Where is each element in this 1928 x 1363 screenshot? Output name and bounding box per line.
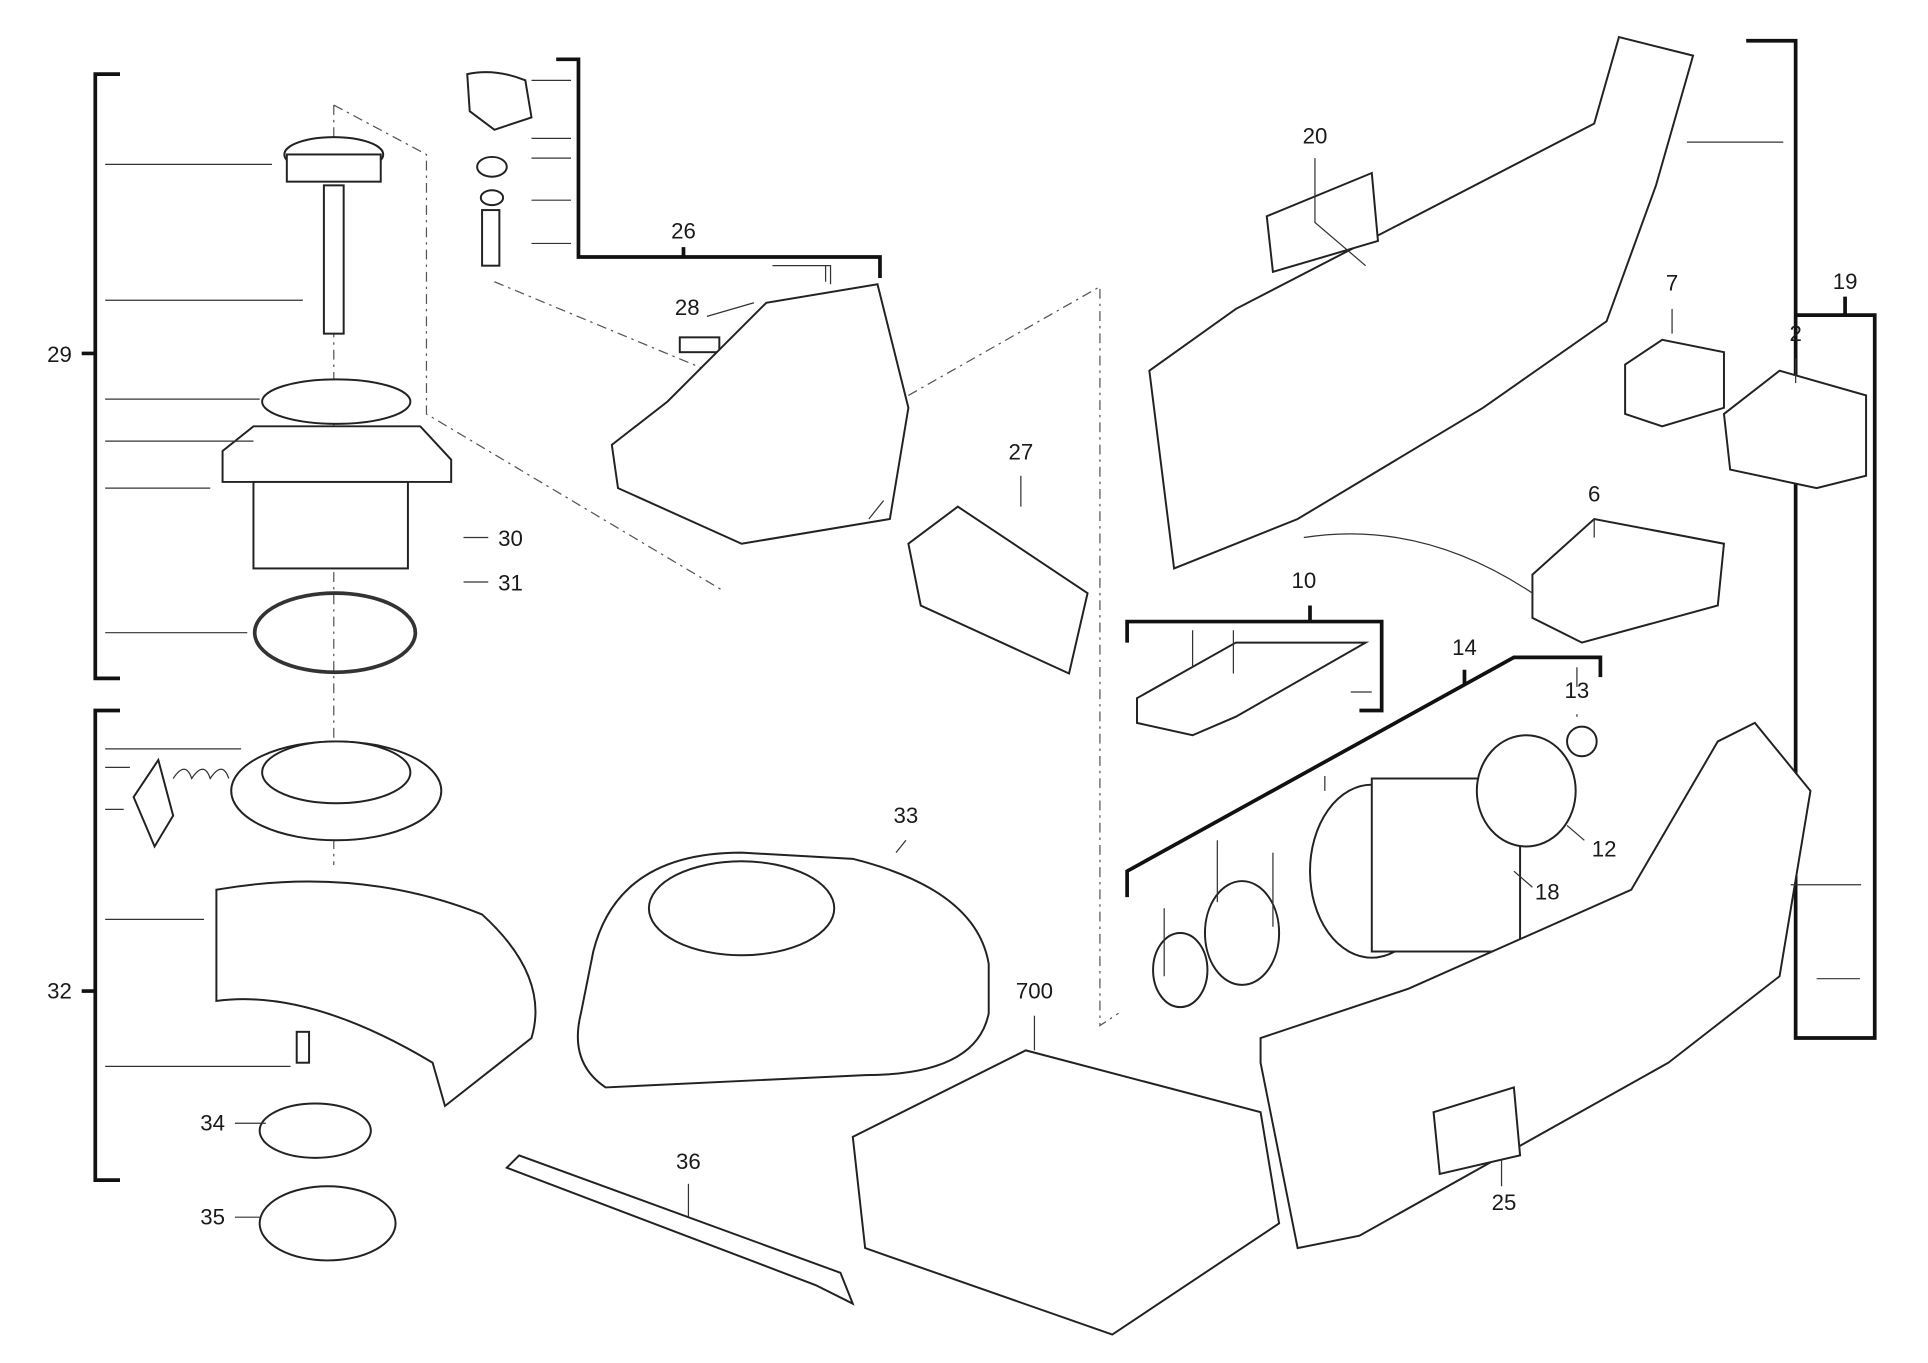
leader-line <box>706 302 755 317</box>
part-label-25: 25 <box>1492 1190 1517 1215</box>
part-labels: 2926282720197261014131218303132333435367… <box>47 123 1857 1229</box>
part-label-30: 30 <box>498 526 523 551</box>
part-label-18: 18 <box>1535 880 1560 905</box>
part-label-26: 26 <box>671 218 696 243</box>
part-label-12: 12 <box>1592 836 1617 861</box>
leader-line <box>1513 870 1533 888</box>
part-label-20: 20 <box>1303 123 1328 148</box>
part-label-34: 34 <box>200 1111 225 1136</box>
leader-lines <box>105 79 1862 1218</box>
leader-line <box>772 265 832 285</box>
part-label-700: 700 <box>1016 978 1053 1003</box>
part-label-6: 6 <box>1588 482 1600 507</box>
part-label-19: 19 <box>1833 269 1858 294</box>
part-label-13: 13 <box>1565 678 1590 703</box>
part-label-28: 28 <box>675 295 700 320</box>
part-label-2: 2 <box>1789 321 1801 346</box>
part-label-32: 32 <box>47 978 72 1003</box>
part-label-36: 36 <box>676 1149 701 1174</box>
part-shapes <box>132 35 1868 1336</box>
part-label-14: 14 <box>1452 635 1477 660</box>
part-label-31: 31 <box>498 571 523 596</box>
group-brackets <box>81 38 1877 1182</box>
leader-line <box>895 839 907 854</box>
part-label-29: 29 <box>47 342 72 367</box>
part-label-27: 27 <box>1008 440 1033 465</box>
part-label-35: 35 <box>200 1205 225 1230</box>
part-label-33: 33 <box>894 803 919 828</box>
leader-line <box>1566 824 1585 841</box>
part-label-7: 7 <box>1666 270 1678 295</box>
leader-line <box>1314 158 1367 267</box>
part-label-10: 10 <box>1291 568 1316 593</box>
leader-line <box>868 500 885 520</box>
leader-line <box>1191 630 1235 674</box>
